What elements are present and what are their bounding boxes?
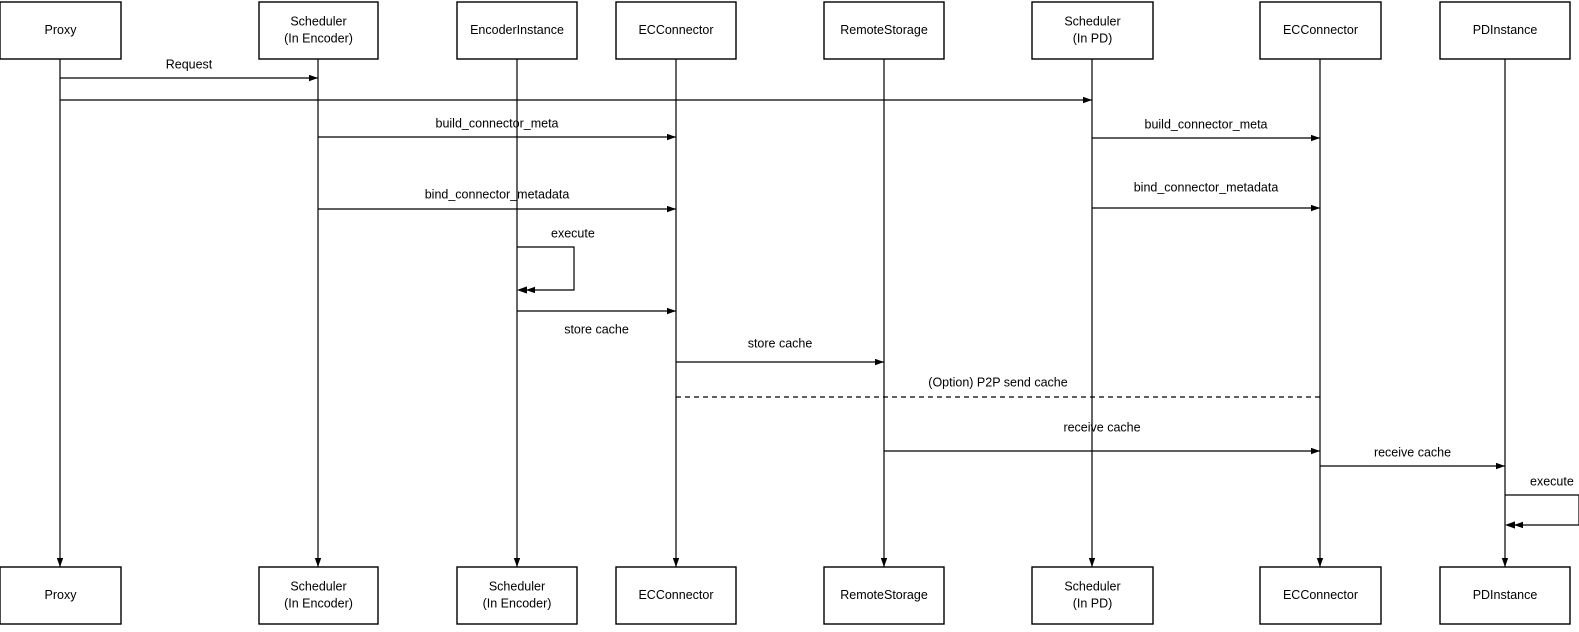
- lifelines-layer: [56, 59, 1509, 567]
- message-label: store cache: [748, 336, 813, 350]
- participant-box[interactable]: [1259, 1, 1382, 60]
- participant-box[interactable]: [823, 566, 945, 625]
- participant-header-ec-connector-encoder[interactable]: ECConnector: [615, 1, 737, 60]
- participant-box[interactable]: [456, 1, 578, 60]
- self-message-path[interactable]: [1505, 494, 1579, 529]
- participant-label: Proxy: [45, 23, 78, 37]
- message-store-cache-encoder-to-ecconnector[interactable]: store cache: [517, 307, 676, 336]
- participant-box[interactable]: [1439, 566, 1571, 625]
- participant-label: EncoderInstance: [470, 23, 564, 37]
- participant-label: Scheduler: [1064, 14, 1120, 28]
- self-message-arrowhead: [1505, 521, 1515, 529]
- self-messages-layer: execute execute: [517, 226, 1579, 529]
- participant-footer-ec-connector-encoder[interactable]: ECConnector: [615, 566, 737, 625]
- participant-label: ECConnector: [638, 23, 713, 37]
- participant-box[interactable]: [258, 1, 379, 60]
- participant-header-scheduler-in-encoder[interactable]: Scheduler (In Encoder): [258, 1, 379, 60]
- message-receive-cache-remotestorage-to-ecconnector-pd[interactable]: receive cache: [884, 420, 1320, 455]
- participant-label: ECConnector: [1283, 588, 1358, 602]
- participant-box[interactable]: [1439, 1, 1571, 60]
- message-label: build_connector_meta: [436, 116, 559, 130]
- message-label: bind_connector_metadata: [425, 187, 570, 201]
- message-label: build_connector_meta: [1145, 117, 1268, 131]
- message-build-connector-meta-encoder[interactable]: build_connector_meta: [318, 116, 676, 141]
- participant-label: Proxy: [45, 588, 78, 602]
- participant-footer-proxy[interactable]: Proxy: [0, 566, 122, 625]
- participant-footer-pd-instance[interactable]: PDInstance: [1439, 566, 1571, 625]
- participant-label: RemoteStorage: [840, 588, 928, 602]
- participant-label: (In PD): [1073, 31, 1113, 45]
- participant-label: (In Encoder): [483, 596, 552, 610]
- message-label: bind_connector_metadata: [1134, 180, 1279, 194]
- message-store-cache-ecconnector-to-remotestorage[interactable]: store cache: [676, 336, 884, 366]
- participant-footer-ec-connector-pd[interactable]: ECConnector: [1259, 566, 1382, 625]
- participant-label: ECConnector: [638, 588, 713, 602]
- participant-footer-scheduler-in-pd[interactable]: Scheduler (In PD): [1031, 566, 1154, 625]
- participant-label: PDInstance: [1473, 23, 1538, 37]
- participant-box[interactable]: [0, 1, 122, 60]
- participant-footer-encoder-instance[interactable]: Scheduler (In Encoder): [456, 566, 578, 625]
- participant-header-pd-instance[interactable]: PDInstance: [1439, 1, 1571, 60]
- message-option-p2p-send-cache[interactable]: (Option) P2P send cache: [676, 375, 1320, 398]
- participant-header-scheduler-in-pd[interactable]: Scheduler (In PD): [1031, 1, 1154, 60]
- participant-label: PDInstance: [1473, 588, 1538, 602]
- participant-header-ec-connector-pd[interactable]: ECConnector: [1259, 1, 1382, 60]
- message-receive-cache-ecconnector-pd-to-pdinstance[interactable]: receive cache: [1320, 445, 1505, 470]
- message-request[interactable]: Request: [60, 57, 318, 82]
- participant-label: Scheduler: [290, 14, 346, 28]
- participant-box[interactable]: [615, 1, 737, 60]
- participant-label: (In Encoder): [284, 31, 353, 45]
- message-label: Request: [166, 57, 213, 71]
- participant-box[interactable]: [1031, 1, 1154, 60]
- message-label: store cache: [564, 322, 629, 336]
- message-bind-connector-metadata-pd[interactable]: bind_connector_metadata: [1092, 180, 1320, 212]
- participant-header-encoder-instance[interactable]: EncoderInstance: [456, 1, 578, 60]
- participant-label: ECConnector: [1283, 23, 1358, 37]
- participant-label: (In Encoder): [284, 596, 353, 610]
- participant-box[interactable]: [0, 566, 122, 625]
- self-message-execute-pd-instance[interactable]: execute: [1505, 474, 1579, 529]
- participant-header-boxes: Proxy Scheduler (In Encoder) EncoderInstanc…: [0, 1, 1571, 60]
- participant-footer-boxes: Proxy Scheduler (In Encoder) Scheduler (In E…: [0, 566, 1571, 625]
- participant-label: Scheduler: [1064, 579, 1120, 593]
- message-label: receive cache: [1063, 420, 1140, 434]
- participant-box[interactable]: [456, 566, 578, 625]
- participant-label: RemoteStorage: [840, 23, 928, 37]
- participant-footer-remote-storage[interactable]: RemoteStorage: [823, 566, 945, 625]
- participant-header-remote-storage[interactable]: RemoteStorage: [823, 1, 945, 60]
- participant-box[interactable]: [615, 566, 737, 625]
- self-message-execute-encoder-instance[interactable]: execute: [517, 226, 595, 294]
- self-message-label: execute: [1530, 474, 1574, 488]
- participant-box[interactable]: [1031, 566, 1154, 625]
- message-build-connector-meta-pd[interactable]: build_connector_meta: [1092, 117, 1320, 142]
- message-label: (Option) P2P send cache: [928, 375, 1067, 389]
- participant-footer-scheduler-in-encoder[interactable]: Scheduler (In Encoder): [258, 566, 379, 625]
- messages-layer: Request build_connector_meta build_connect…: [60, 57, 1505, 470]
- participant-box[interactable]: [1259, 566, 1382, 625]
- message-label: receive cache: [1374, 445, 1451, 459]
- message-bind-connector-metadata-encoder[interactable]: bind_connector_metadata: [318, 187, 676, 213]
- participant-label: Scheduler: [290, 579, 346, 593]
- self-message-path[interactable]: [517, 246, 575, 294]
- self-message-arrowhead: [517, 286, 527, 294]
- participant-label: (In PD): [1073, 596, 1113, 610]
- participant-label: Scheduler: [489, 579, 545, 593]
- participant-header-proxy[interactable]: Proxy: [0, 1, 122, 60]
- self-message-label: execute: [551, 226, 595, 240]
- participant-box[interactable]: [823, 1, 945, 60]
- participant-box[interactable]: [258, 566, 379, 625]
